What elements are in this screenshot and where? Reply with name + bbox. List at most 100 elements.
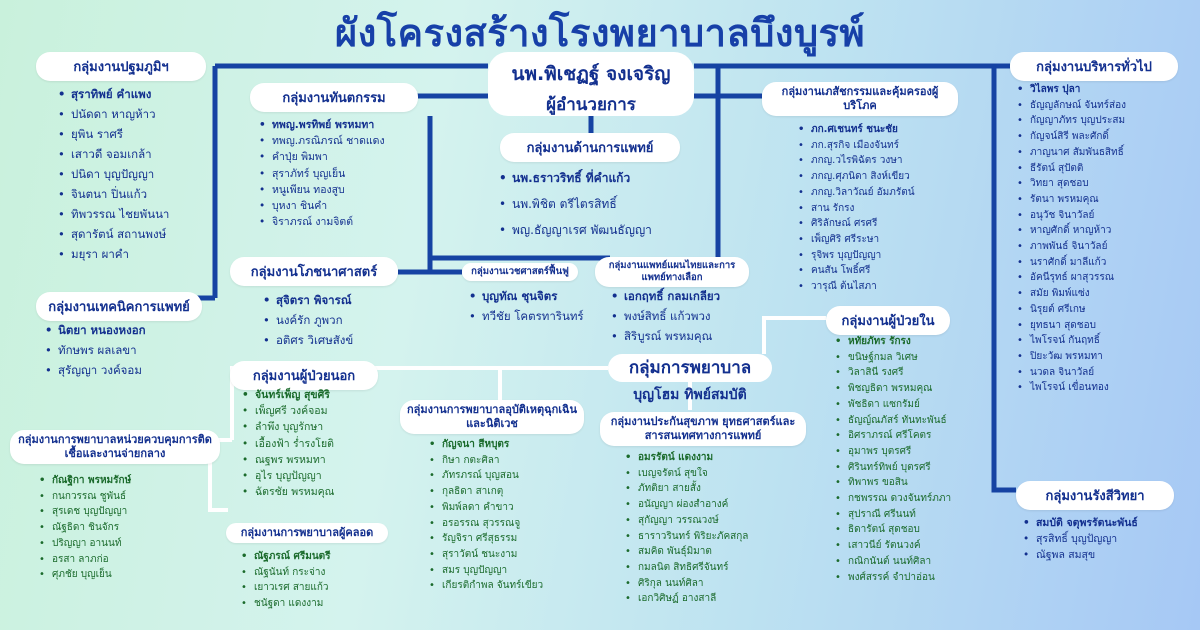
nursing-group-box: กลุ่มการพยาบาล <box>608 354 772 382</box>
member: ปิยะวัฒ พรหมทา <box>1016 349 1126 365</box>
member: อติศร วิเศษสังข์ <box>262 330 353 350</box>
member: เอกวิศิษฏ์ อางสาลี <box>624 591 748 607</box>
member: อัคนีรุทธ์ ผาสุวรรณ <box>1016 270 1126 286</box>
member: นราศักดิ์ มาลีแก้ว <box>1016 255 1126 271</box>
chart-title: ผังโครงสร้างโรงพยาบาลบึงบูรพ์ <box>334 11 866 55</box>
member: เบญจรัตน์ สุขใจ <box>624 466 748 482</box>
member: อรสา ลาภก่อ <box>38 552 131 568</box>
group-list-er: กัญจนา สีหบุตร กิษา กตะศิลา ภัทรภรณ์ บุญ… <box>428 437 543 594</box>
group-label-er: กลุ่มงานการพยาบาลอุบัติเหตุฉุกเฉินและนิต… <box>400 400 584 434</box>
member: สมบัติ จตุพรรัตนะพันธ์ <box>1022 515 1138 531</box>
group-label-primary: กลุ่มงานปฐมภูมิฯ <box>36 52 206 81</box>
member: ปริญญา อานนท์ <box>38 536 131 552</box>
member: หนูเพียน ทองสูบ <box>258 182 385 198</box>
member: ลำพึง บุญรักษา <box>241 419 334 435</box>
group-label-medical: กลุ่มงานด้านการแพทย์ <box>500 133 680 162</box>
member: สุราภัทร์ บุญเย็น <box>258 166 385 182</box>
member: สุปราณี ศรีนนท์ <box>834 507 951 523</box>
member: วารุณี ต้นไสภา <box>797 279 915 295</box>
member: เพ็ญศิริ ศรีระษา <box>797 232 915 248</box>
member: ภก.สุรกิจ เมืองจันทร์ <box>797 138 915 154</box>
member: ธาราวรินทร์ พิริยะภัคสกุล <box>624 529 748 545</box>
member: ภาพพันธ์ จินาวัลย์ <box>1016 239 1126 255</box>
member: สิริบูรณ์ พรหมคุณ <box>610 326 720 346</box>
member: ณฐพร พรหมทา <box>241 452 334 468</box>
group-list-dental: ทพญ.พรทิพย์ พรหมทา ทพญ.ภรณิภรณ์ ชาดแดง ค… <box>258 117 385 231</box>
group-label-rehab: กลุ่มงานเวชศาสตร์ฟื้นฟู <box>462 263 578 281</box>
member: สุรัญญา วงค์จอม <box>44 360 146 380</box>
member: ธิดารัตน์ สุดชอบ <box>834 522 951 538</box>
member: กุลธิดา สาเกตุ <box>428 484 543 500</box>
member: อนัญญา ผ่องสำอางค์ <box>624 497 748 513</box>
member: วิไลพร ปุลา <box>1016 82 1126 98</box>
member: พงษ์สิทธิ์ แก้วพวง <box>610 306 720 326</box>
nursing-head: บุญโฮม ทิพย์สมบัติ <box>633 387 747 403</box>
member: นพ.ธราวริทธิ์ ที่คำแก้ว <box>498 165 652 191</box>
member: ธีรัตน์ สุปัตติ <box>1016 161 1126 177</box>
member: พัชธิดา แซกรัมย์ <box>834 397 951 413</box>
member: สุรสิทธิ์ บุญปัญญา <box>1022 531 1138 547</box>
member: กณิกนันต์ นนท์ศิลา <box>834 554 951 570</box>
member: สุรเดช บุญปัญญา <box>38 504 131 520</box>
member: วิลาสินี รงศรี <box>834 365 951 381</box>
group-label-thai: กลุ่มงานแพทย์แผนไทยและการแพทย์ทางเลือก <box>595 257 749 287</box>
member: กัญญาภัทร บุญประสม <box>1016 113 1126 129</box>
group-list-ipd: หทัยภัทร รักรง ขนิษฐ์กมล วิเศษ วิลาสินี … <box>834 334 951 585</box>
group-list-medical: นพ.ธราวริทธิ์ ที่คำแก้ว นพ.พิชิต ตรีไตรส… <box>498 165 652 243</box>
member: ฉัตรชัย พรหมคุณ <box>241 484 334 500</box>
member: ณัฐภรณ์ ศรีมนตรี <box>240 549 331 565</box>
group-list-radiology: สมบัติ จตุพรรัตนะพันธ์ สุรสิทธิ์ บุญปัญญ… <box>1022 515 1138 564</box>
group-list-nutrition: สุจิตรา พิจารณ์ นงค์รัก ภูพวก อติศร วิเศ… <box>262 290 353 350</box>
member: จินตนา ปิ่นแก้ว <box>57 184 169 204</box>
group-label-radiology: กลุ่มงานรังสีวิทยา <box>1016 481 1174 510</box>
member: ยุพิน ราศรี <box>57 124 169 144</box>
member: อุมาพร บุตรศรี <box>834 444 951 460</box>
member: จันทร์เพ็ญ สุขศิริ <box>241 387 334 403</box>
member: ณัฐพล สมสุข <box>1022 547 1138 563</box>
member: กัญจน์สิรี พละศักดิ์ <box>1016 129 1126 145</box>
member: สุราทิพย์ คำแพง <box>57 84 169 104</box>
member: รัญจิรา ศรีสุธรรม <box>428 531 543 547</box>
group-label-infection: กลุ่มงานการพยาบาลหน่วยควบคุมการติดเชื้อแ… <box>10 430 220 464</box>
member: นิรุยต์ ศรีเกษ <box>1016 302 1126 318</box>
member: นพ.พิชิต ตรีไตรสิทธิ์ <box>498 191 652 217</box>
member: ทวีชัย โคตรทารินทร์ <box>468 306 584 326</box>
member: ทพญ.พรทิพย์ พรหมทา <box>258 117 385 133</box>
group-list-opd: จันทร์เพ็ญ สุขศิริ เพ็ญศรี วงค์จอม ลำพึง… <box>241 387 334 501</box>
member: อรอรรณ สุวรรณจู <box>428 516 543 532</box>
member: บุหงา ชินคำ <box>258 198 385 214</box>
group-list-labor: ณัฐภรณ์ ศรีมนตรี ณัฐนันท์ กระจ่าง เยาวเร… <box>240 549 331 612</box>
member: พิชญธิดา พรหมคุณ <box>834 381 951 397</box>
member: รุจิพร บุญปัญญา <box>797 248 915 264</box>
member: สุดารัตน์ สถานพงษ์ <box>57 224 169 244</box>
member: มยุรา ผาคำ <box>57 244 169 264</box>
member: บุญทัณ ชุนจิตร <box>468 286 584 306</box>
member: เกียรติกำพล จันทร์เขียว <box>428 578 543 594</box>
group-label-ncd: กลุ่มงานประกันสุขภาพ ยุทธศาสตร์และสารสนเ… <box>600 412 806 446</box>
group-list-ncd: อมรรัตน์ แดงงาม เบญจรัตน์ สุขใจ ภัทติยา … <box>624 450 748 607</box>
group-label-medtech: กลุ่มงานเทคนิคการแพทย์ <box>36 292 202 321</box>
group-label-ipd: กลุ่มงานผู้ป่วยใน <box>826 306 950 335</box>
group-list-thai: เอกฤทธิ์ กลมเกลียว พงษ์สิทธิ์ แก้วพวง สิ… <box>610 286 720 346</box>
member: ศุภชัย บุญเย็น <box>38 567 131 583</box>
member: เอกฤทธิ์ กลมเกลียว <box>610 286 720 306</box>
member: สมัย พิมพ์แซ่ง <box>1016 286 1126 302</box>
member: ขนิษฐ์กมล วิเศษ <box>834 350 951 366</box>
group-list-rehab: บุญทัณ ชุนจิตร ทวีชัย โคตรทารินทร์ <box>468 286 584 326</box>
member: พงศ์สรรค์ จำปาอ่อน <box>834 570 951 586</box>
member: สุกัญญา วรรณวงษ์ <box>624 513 748 529</box>
group-label-labor: กลุ่มงานการพยาบาลผู้คลอด <box>226 523 388 543</box>
member: กิษา กตะศิลา <box>428 453 543 469</box>
member: ทิพาพร ขอสิน <box>834 475 951 491</box>
member: ศิริลักษณ์ ศรศรี <box>797 216 915 232</box>
member: อนุวัช จินาวัลย์ <box>1016 208 1126 224</box>
group-list-primary: สุราทิพย์ คำแพง ปนัดดา หาญห้าว ยุพิน ราศ… <box>57 84 169 264</box>
member: คำปุ่ย พิมพา <box>258 149 385 165</box>
member: ณัฐธิดา ชินจักร <box>38 520 131 536</box>
member: กนกวรรณ ชูพันธ์ <box>38 489 131 505</box>
member: ภาญนาศ สัมพันธสิทธิ์ <box>1016 145 1126 161</box>
member: ภก.ศเชนทร์ ชนะชัย <box>797 122 915 138</box>
member: สุราวัตน์ ชนะงาม <box>428 547 543 563</box>
member: ทักษพร ผลเลขา <box>44 340 146 360</box>
